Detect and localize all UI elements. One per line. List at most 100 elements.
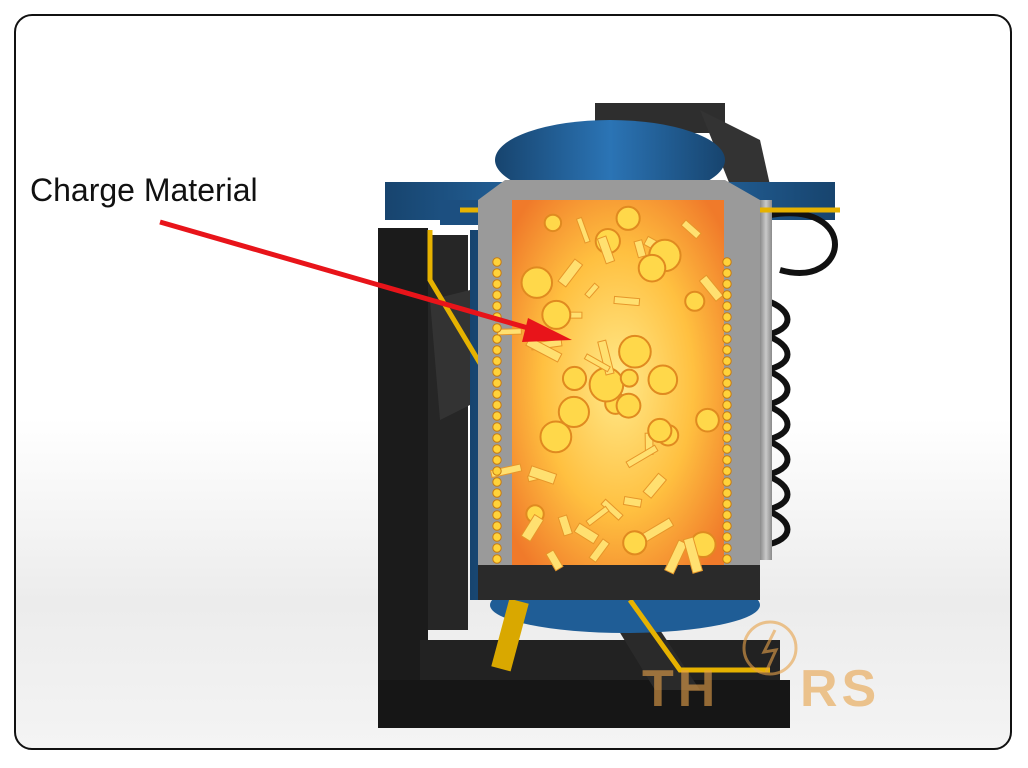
charge-material-label: Charge Material xyxy=(30,172,258,208)
coil-dot xyxy=(492,400,502,410)
scrap-piece xyxy=(622,530,648,556)
scrap-piece xyxy=(647,417,673,444)
scrap-piece xyxy=(583,353,611,373)
scrap-piece xyxy=(664,539,689,575)
coil-dot xyxy=(492,422,502,432)
scrap-piece xyxy=(588,538,611,563)
scrap-piece xyxy=(543,213,563,233)
coil-dot xyxy=(722,543,732,553)
coil-dot xyxy=(722,279,732,289)
coil-dot xyxy=(722,356,732,366)
coil-dot xyxy=(492,389,502,399)
scrap-piece xyxy=(557,258,584,288)
scrap-piece xyxy=(520,266,554,299)
scrap-piece xyxy=(541,299,572,330)
scrap-piece xyxy=(520,513,545,543)
coil-dot xyxy=(722,422,732,432)
coil-dot xyxy=(722,400,732,410)
scrap-piece xyxy=(615,205,641,231)
coil-dot xyxy=(492,466,502,476)
hydraulic-cylinder xyxy=(491,598,529,672)
coil-dot xyxy=(722,268,732,278)
svg-text:TH: TH xyxy=(642,660,719,718)
coil-dot xyxy=(722,378,732,388)
coil-dot xyxy=(492,543,502,553)
coil-dot xyxy=(492,345,502,355)
coil-dot xyxy=(722,499,732,509)
coil-dot xyxy=(492,532,502,542)
scrap-piece xyxy=(619,368,639,388)
scrap-piece xyxy=(561,365,588,392)
coil-dot xyxy=(492,455,502,465)
scrap-piece xyxy=(596,235,616,265)
scrap-piece xyxy=(642,472,668,499)
scrap-piece xyxy=(615,392,642,419)
coil-dot xyxy=(722,334,732,344)
coil-dot xyxy=(492,477,502,487)
cooling-hoses xyxy=(763,210,838,548)
scrap-piece xyxy=(682,536,704,574)
scrap-piece xyxy=(584,282,600,299)
coil-dot xyxy=(492,334,502,344)
coil-dot xyxy=(492,433,502,443)
coil-dot xyxy=(722,411,732,421)
scrap-piece xyxy=(680,219,702,240)
scrap-piece xyxy=(647,364,679,396)
scrap-piece xyxy=(573,522,600,545)
coil-dot xyxy=(492,290,502,300)
coil-dot xyxy=(492,411,502,421)
scrap-piece xyxy=(539,420,573,454)
coil-dot xyxy=(722,301,732,311)
side-pipe xyxy=(760,200,772,560)
coil-dot xyxy=(722,312,732,322)
scrap-piece xyxy=(622,496,643,508)
coil-dot xyxy=(722,257,732,267)
scrap-piece xyxy=(557,395,590,429)
coil-dot xyxy=(492,367,502,377)
coil-dot xyxy=(492,554,502,564)
scrap-piece xyxy=(625,444,659,469)
coil-dot xyxy=(492,521,502,531)
scrap-piece xyxy=(684,290,706,312)
scrap-piece xyxy=(618,334,652,369)
scrap-piece xyxy=(600,498,624,521)
coil-dot xyxy=(492,268,502,278)
coil-dot xyxy=(722,477,732,487)
coil-dot xyxy=(722,532,732,542)
scrap-piece xyxy=(545,549,564,572)
coil-dot xyxy=(722,323,732,333)
support-frame xyxy=(378,228,790,728)
coil-dot xyxy=(492,323,502,333)
coil-dot xyxy=(492,510,502,520)
svg-text:RS: RS xyxy=(800,660,880,718)
coil-dot xyxy=(492,301,502,311)
coil-dot xyxy=(722,444,732,454)
scrap-piece xyxy=(575,216,591,244)
scrap-pieces xyxy=(489,205,724,575)
scrap-piece xyxy=(527,465,558,485)
coil-dot xyxy=(492,444,502,454)
coil-dot xyxy=(722,466,732,476)
scrap-piece xyxy=(633,239,647,259)
scrap-piece xyxy=(613,295,641,307)
coil-dot xyxy=(492,356,502,366)
coil-dot xyxy=(722,488,732,498)
coil-dot xyxy=(492,488,502,498)
induction-coil-dots xyxy=(492,257,732,564)
coil-dot xyxy=(722,345,732,355)
coil-dot xyxy=(722,510,732,520)
scrap-piece xyxy=(557,514,573,537)
coil-dot xyxy=(492,257,502,267)
coil-dot xyxy=(492,499,502,509)
scrap-piece xyxy=(695,407,720,433)
coil-dot xyxy=(492,279,502,289)
scrap-piece xyxy=(585,505,610,527)
coil-dot xyxy=(722,455,732,465)
coil-dot xyxy=(722,389,732,399)
scrap-piece xyxy=(637,253,667,283)
coil-dot xyxy=(722,521,732,531)
coil-dot xyxy=(492,378,502,388)
coil-dot xyxy=(722,290,732,300)
coil-dot xyxy=(722,433,732,443)
